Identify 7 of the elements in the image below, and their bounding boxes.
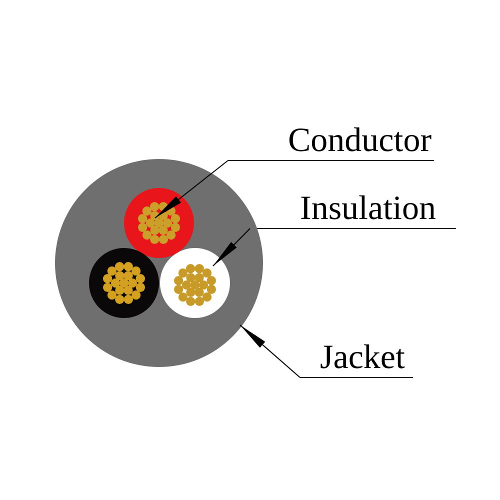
part-label: Jacket: [300, 341, 413, 378]
leader-line: [212, 228, 250, 266]
part-label: Conductor: [228, 124, 434, 161]
leader-line: [240, 324, 300, 378]
leader-line: [154, 160, 228, 218]
insulation-core: [160, 248, 230, 318]
cable-jacket: [55, 159, 263, 367]
